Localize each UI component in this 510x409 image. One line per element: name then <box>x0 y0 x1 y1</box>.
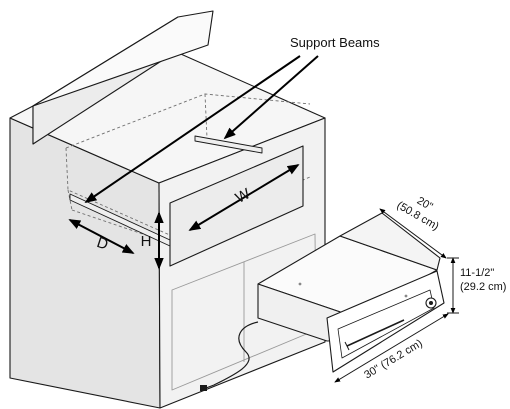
dim-height-inches: 11-1/2" <box>460 267 494 279</box>
annotations <box>68 55 459 383</box>
height-label: H <box>141 233 152 250</box>
drawer-vent-left <box>298 282 302 286</box>
cord-plug <box>200 385 207 391</box>
depth-label: D <box>95 234 111 254</box>
power-cord <box>205 321 259 389</box>
width-arrow <box>188 164 300 231</box>
depth-arrow <box>68 219 135 254</box>
support-beams-label: Support Beams <box>290 35 380 50</box>
dim-height-cm: (29.2 cm) <box>460 281 506 293</box>
support-beams-arrow-2 <box>223 55 319 140</box>
support-beams-arrow-1 <box>84 55 301 204</box>
drawer-width-dimension <box>334 313 449 383</box>
support-beam-back <box>194 135 263 154</box>
backsplash-top <box>32 10 214 107</box>
drawer-depth-dimension <box>379 208 447 259</box>
drawer-vent-right <box>404 294 408 298</box>
